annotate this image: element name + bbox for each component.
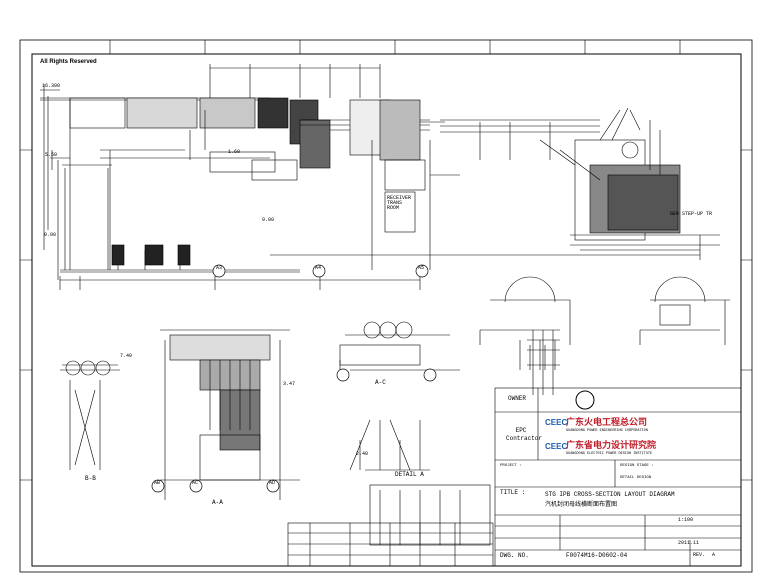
rev-value: A (712, 552, 716, 558)
transformer-label: GEN STEP-UP TR (670, 211, 713, 217)
project-label: PROJECT : (500, 464, 522, 468)
axis-label-ab: AB (154, 480, 161, 486)
rights-notice: All Rights Reserved (40, 59, 97, 65)
drawing-title-cn: 汽机封闭母线横断面布置图 (545, 501, 618, 508)
receiver-room-label: RECEIVER TRANS ROOM (387, 195, 412, 211)
axis-label-a5: A5 (418, 265, 425, 271)
section-aa-label: A-A (212, 499, 223, 506)
design-stage-label: DESIGN STAGE : (620, 464, 654, 468)
axis-label-ad: AD (269, 480, 276, 486)
dim-level-4: 1.60 (228, 149, 241, 155)
dim-elevation: 16.300 (42, 83, 61, 89)
dim-level-3: 0.00 (44, 232, 57, 238)
epc-label: EPC Contractor (506, 427, 543, 443)
company2-cn: 广东省电力设计研究院 (566, 441, 657, 451)
dim-level-5: 7.40 (120, 353, 133, 359)
company1-en: GUANGDONG POWER ENGINEERING CORPORATION (566, 429, 648, 433)
dim-level-6: 2.40 (356, 451, 369, 457)
axis-label-a3: A3 (216, 265, 223, 271)
scale-value: 1:100 (678, 517, 694, 523)
dwg-no-value: F0074M16-D0602-04 (566, 552, 628, 559)
date-value: 2011.11 (678, 540, 700, 546)
dim-level-1: 5.50 (45, 152, 58, 158)
rev-label: REV. (693, 552, 706, 558)
company1-cn: 广东火电工程总公司 (566, 418, 648, 428)
section-ac-label: A-C (375, 379, 386, 386)
dim-level-7: 3.47 (283, 381, 296, 387)
title-label: TITLE : (500, 489, 526, 496)
company2-en: GUANGDONG ELECTRIC POWER DESIGN INSTITUT… (566, 452, 653, 456)
dwg-no-label: DWG. NO. (500, 552, 529, 559)
axis-label-ac: AC (192, 480, 199, 486)
dim-level-2: 9.00 (262, 217, 275, 223)
drawing-title-en: STG IPB CROSS-SECTION LAYOUT DIAGRAM (545, 491, 675, 498)
owner-label: OWNER (508, 395, 527, 402)
svg-text:CEEC: CEEC (545, 418, 567, 427)
design-stage-value: DETAIL DESIGN (620, 476, 652, 480)
detail-a-label: DETAIL A (395, 471, 424, 478)
svg-text:CEEC: CEEC (545, 442, 567, 451)
section-bb-label: B-B (85, 475, 96, 482)
axis-label-a4: A4 (315, 265, 322, 271)
